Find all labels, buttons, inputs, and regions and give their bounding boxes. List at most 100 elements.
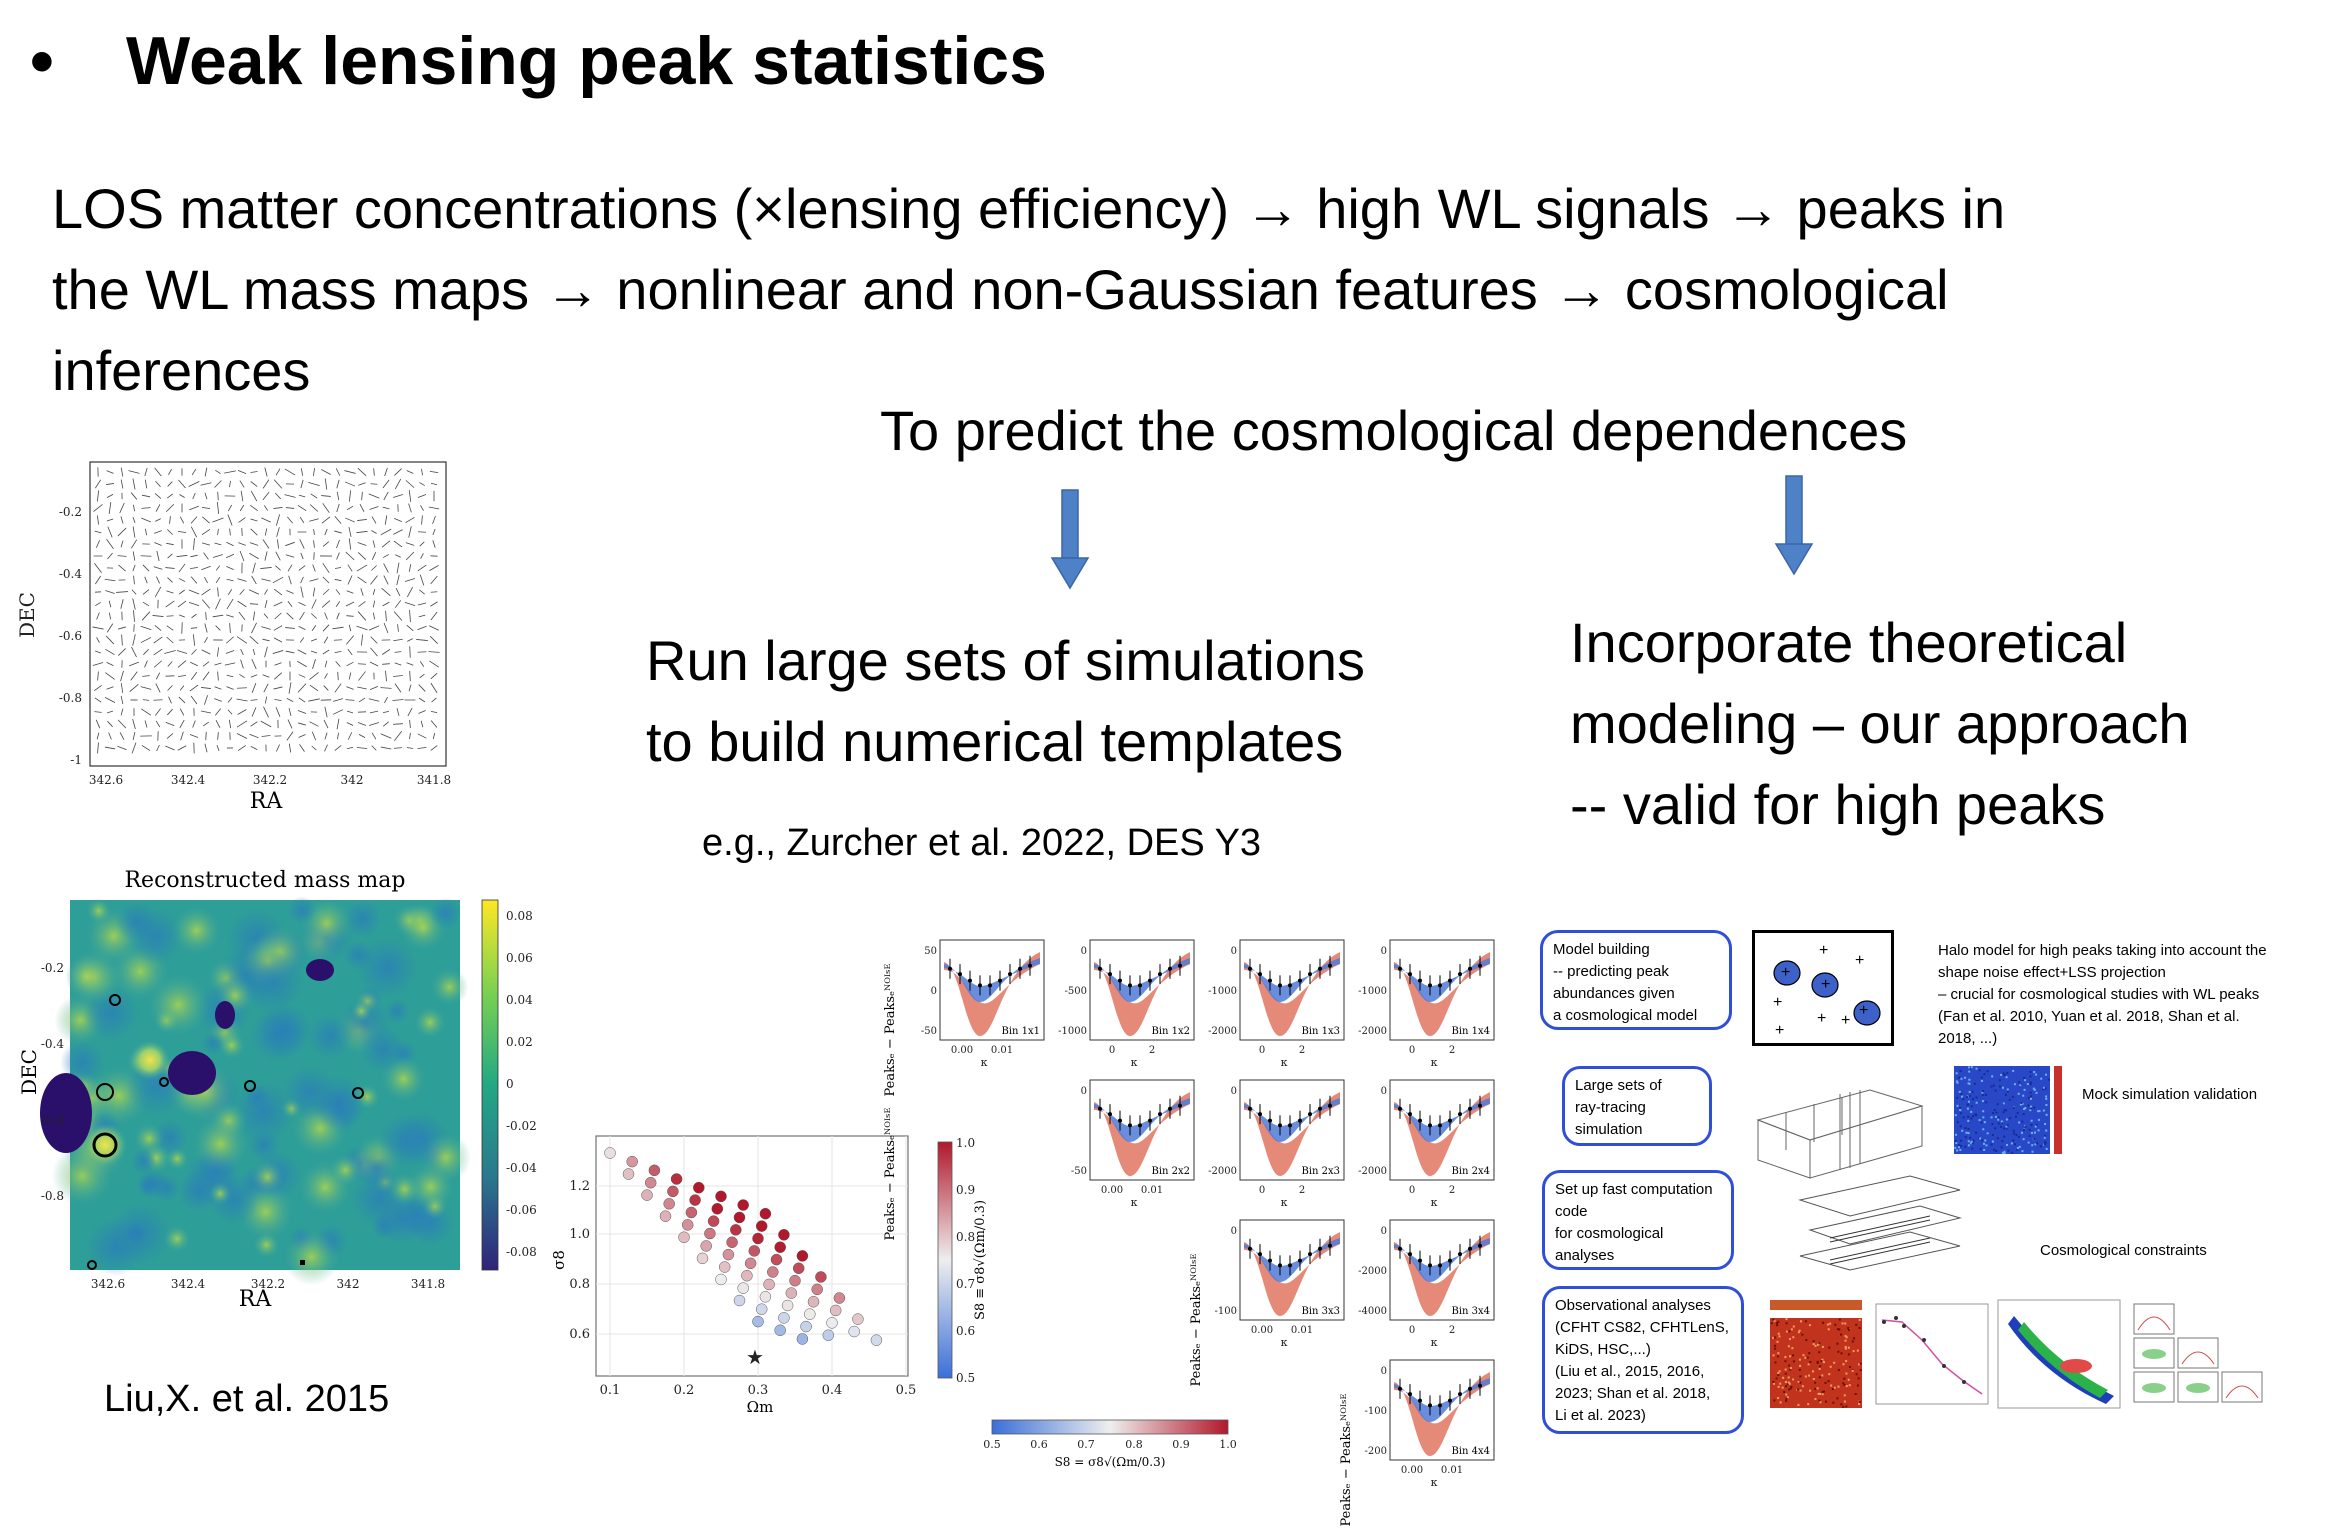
noise-pixel — [1818, 1367, 1821, 1370]
shear-stick — [166, 733, 174, 739]
shear-stick — [228, 719, 232, 729]
noise-pixel — [1975, 1114, 1978, 1117]
shear-stick — [383, 563, 389, 573]
shear-stick — [429, 660, 439, 668]
shear-stick — [322, 624, 330, 632]
mass-cbar-tick: -0.04 — [506, 1161, 537, 1175]
mass-blob — [65, 955, 108, 998]
peak-panel-ytick: -100 — [1215, 1306, 1237, 1317]
shear-stick — [201, 649, 211, 655]
intro-line: inferences — [52, 339, 311, 402]
noise-pixel — [1821, 1358, 1824, 1361]
noise-pixel — [1804, 1320, 1807, 1323]
shear-stick — [336, 718, 340, 730]
noise-pixel — [1844, 1335, 1847, 1338]
noise-pixel — [1979, 1147, 1982, 1150]
shear-stick — [300, 479, 304, 489]
noise-pixel — [2044, 1134, 2047, 1137]
data-point — [1288, 983, 1292, 988]
shear-stick — [250, 481, 258, 487]
shear-stick — [382, 721, 390, 727]
shear-stick — [202, 721, 210, 727]
noise-pixel — [2044, 1123, 2047, 1126]
noise-pixel — [2027, 1141, 2030, 1144]
scatter-point — [807, 1296, 820, 1308]
shear-stick — [419, 673, 425, 679]
shear-stick — [140, 708, 152, 716]
shear-stick — [108, 732, 112, 740]
noise-pixel — [1772, 1336, 1775, 1339]
shear-stick — [274, 672, 282, 680]
shear-stick — [261, 735, 271, 737]
noise-pixel — [2028, 1128, 2031, 1131]
noise-pixel — [1812, 1343, 1815, 1346]
noise-pixel — [1774, 1361, 1777, 1364]
noise-pixel — [1997, 1122, 2000, 1125]
scatter-point — [681, 1219, 694, 1231]
noise-pixel — [1778, 1335, 1781, 1338]
noise-pixel — [1776, 1340, 1779, 1343]
noise-pixel — [2032, 1087, 2035, 1090]
shear-stick — [336, 539, 340, 549]
noise-pixel — [1816, 1362, 1819, 1365]
noise-pixel — [1844, 1345, 1847, 1348]
peak-panel-xtick: 0.00 — [951, 1045, 973, 1056]
noise-pixel — [1971, 1141, 1974, 1144]
noise-pixel — [2030, 1131, 2033, 1134]
noise-pixel — [1784, 1381, 1787, 1384]
peak-panel-ytick: -1000 — [1358, 986, 1387, 997]
shear-stick — [348, 527, 352, 537]
noise-pixel — [1964, 1145, 1967, 1148]
shear-stick — [190, 576, 198, 584]
noise-pixel — [2000, 1120, 2003, 1123]
data-point — [1118, 978, 1122, 983]
noise-pixel — [1792, 1360, 1795, 1363]
shear-stick — [264, 600, 268, 608]
peak-marker — [109, 994, 121, 1006]
shear-stick — [336, 479, 340, 489]
prediction-band-blue — [1244, 1098, 1340, 1142]
shear-stick — [166, 625, 174, 631]
shear-stick — [336, 552, 340, 560]
noise-pixel — [1828, 1346, 1831, 1349]
shear-stick — [298, 697, 306, 703]
noise-pixel — [2029, 1075, 2032, 1078]
shear-stick — [405, 551, 415, 561]
shear-stick — [430, 745, 438, 751]
noise-pixel — [1957, 1076, 1960, 1079]
shear-stick — [285, 507, 295, 509]
noise-pixel — [1836, 1342, 1839, 1345]
shear-stick — [251, 682, 257, 694]
data-point — [1248, 1246, 1252, 1251]
shear-stick — [429, 565, 439, 571]
mass-cbar-tick: -0.06 — [506, 1203, 537, 1217]
peak-panel-xtick: 0.00 — [1101, 1185, 1123, 1196]
shear-stick — [236, 698, 248, 702]
data-point — [1298, 1258, 1302, 1263]
shear-stick — [214, 698, 222, 702]
scatter-point — [659, 1210, 672, 1222]
noise-pixel — [1990, 1116, 1993, 1119]
peak-panel-xtick: 0.01 — [1441, 1465, 1463, 1476]
mask-hole — [215, 1001, 235, 1029]
noise-pixel — [1779, 1382, 1782, 1385]
noise-pixel — [1998, 1079, 2001, 1082]
shear-stick — [284, 494, 296, 498]
noise-pixel — [1981, 1093, 1984, 1096]
shear-stick — [393, 747, 403, 749]
shear-stick — [309, 518, 319, 522]
noise-pixel — [1980, 1121, 1983, 1124]
shear-stick — [298, 626, 306, 630]
noise-pixel — [1981, 1139, 1984, 1142]
shear-stick — [321, 516, 331, 524]
shear-stick — [176, 650, 188, 654]
shear-stick — [154, 586, 162, 598]
noise-pixel — [2024, 1125, 2027, 1128]
data-point — [1428, 1403, 1432, 1408]
shear-stick — [285, 554, 295, 558]
noise-pixel — [2002, 1072, 2005, 1075]
shear-stick — [335, 589, 341, 595]
shear-stick — [179, 685, 185, 691]
